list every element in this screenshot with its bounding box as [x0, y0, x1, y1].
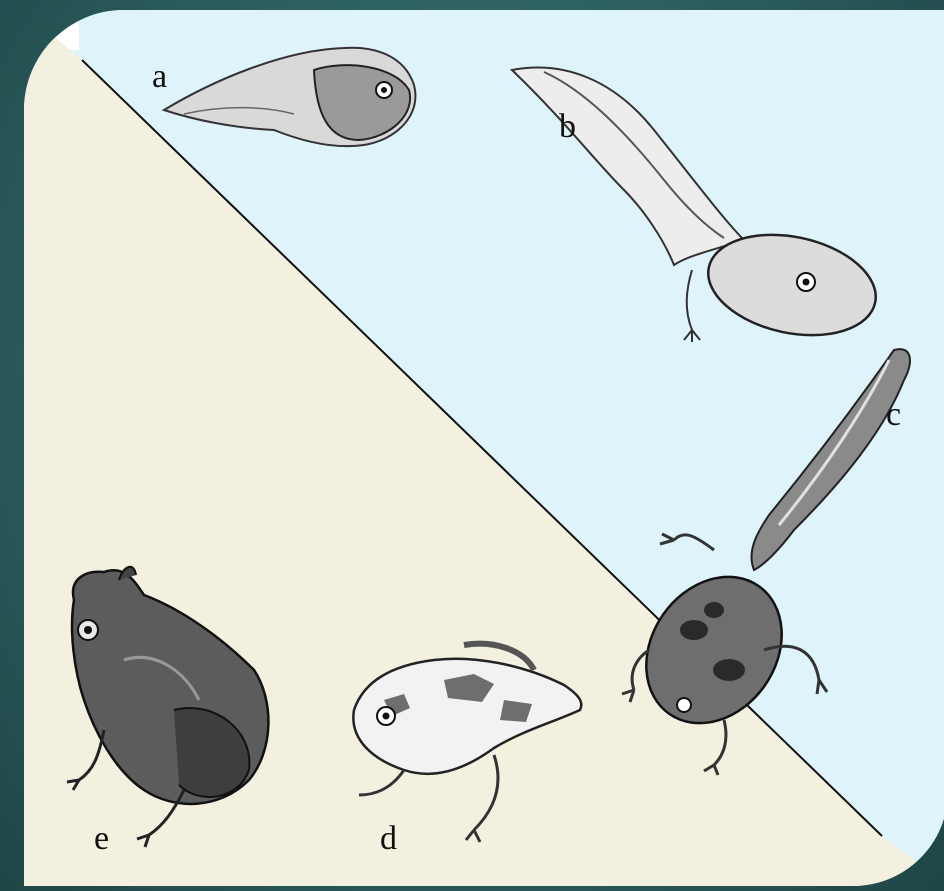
label-d: d — [380, 822, 397, 856]
label-a: a — [152, 60, 167, 94]
label-e: e — [94, 822, 109, 856]
diagram-card: a b c d e — [24, 10, 944, 886]
label-b: b — [559, 110, 576, 144]
label-c: c — [886, 398, 901, 432]
frog-life-cycle-diagram — [24, 10, 944, 886]
